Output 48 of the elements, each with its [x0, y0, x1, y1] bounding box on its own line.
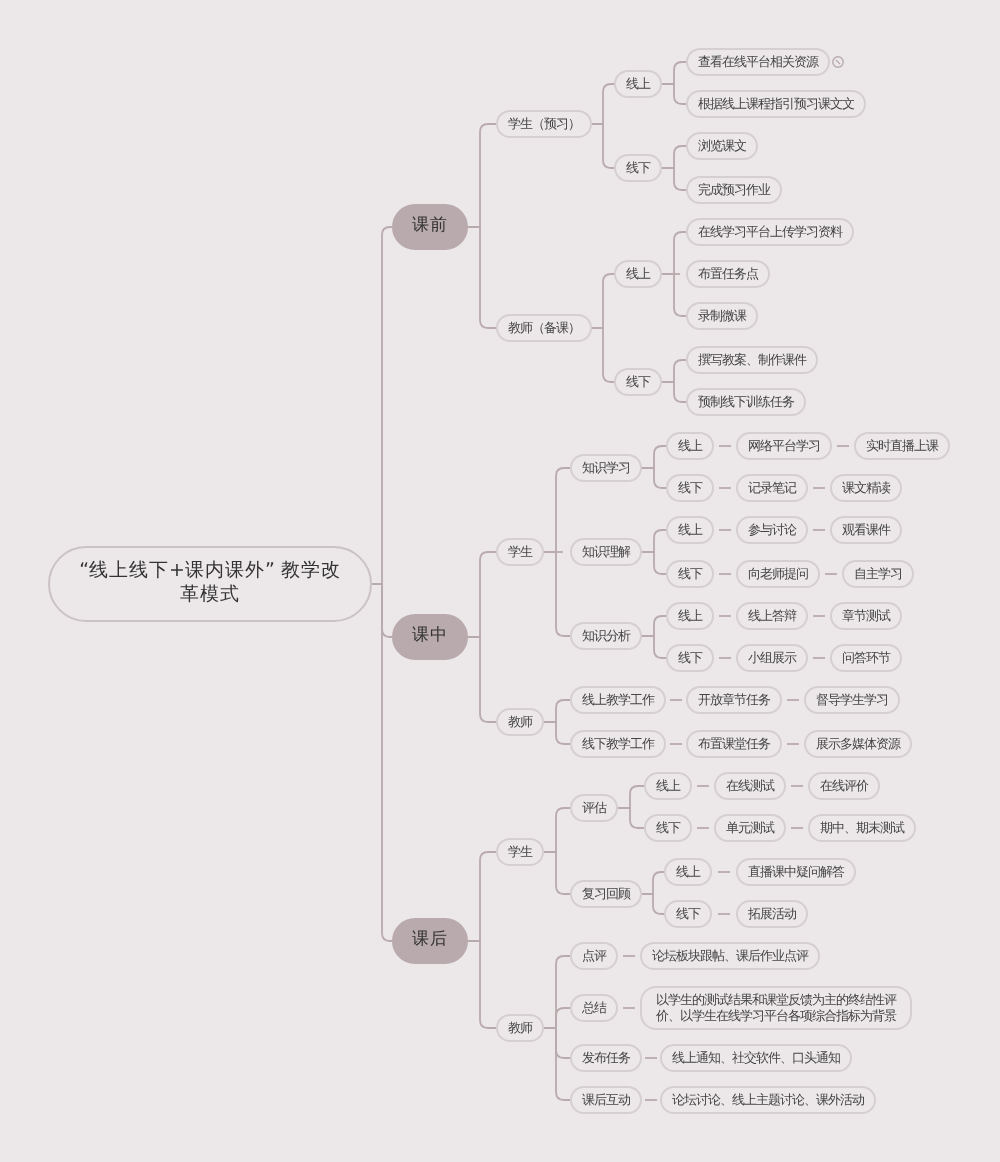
connector [641, 467, 667, 489]
connector [622, 1007, 636, 1009]
connector [622, 955, 636, 957]
connector [786, 699, 800, 701]
connector [812, 615, 826, 617]
connector [669, 743, 683, 745]
connector [718, 487, 732, 489]
connector [617, 807, 645, 829]
root-topic: “线上线下+课内课外” 教学改革模式 [48, 546, 372, 622]
connector [718, 529, 732, 531]
connector [718, 445, 732, 447]
connector [718, 615, 732, 617]
connector [543, 551, 571, 637]
connector [812, 529, 826, 531]
connector [467, 226, 497, 329]
connector [661, 83, 687, 105]
connector [812, 657, 826, 659]
connector [371, 583, 393, 942]
connector [812, 487, 826, 489]
connector [790, 827, 804, 829]
connector [543, 1027, 571, 1101]
connector [669, 699, 683, 701]
connector [591, 123, 615, 169]
connector [696, 785, 710, 787]
connector [790, 785, 804, 787]
connector [644, 1099, 658, 1101]
connector [718, 657, 732, 659]
connector [641, 635, 667, 659]
connector [717, 913, 731, 915]
main-branch-topic: 课前 [392, 203, 468, 249]
connector [591, 327, 615, 383]
connector [836, 445, 850, 447]
connector [661, 273, 687, 317]
connector [717, 871, 731, 873]
main-branch-topic: 课后 [392, 917, 468, 963]
connector [641, 551, 667, 575]
connector [543, 851, 571, 895]
main-branch-topic: 课中 [392, 613, 468, 659]
connector [824, 573, 838, 575]
connector [696, 827, 710, 829]
connector [543, 721, 571, 745]
connector [786, 743, 800, 745]
connector [661, 167, 687, 191]
connector [644, 1057, 658, 1059]
connector [661, 381, 687, 403]
connector [467, 940, 497, 1029]
connector [467, 636, 497, 723]
connector [718, 573, 732, 575]
